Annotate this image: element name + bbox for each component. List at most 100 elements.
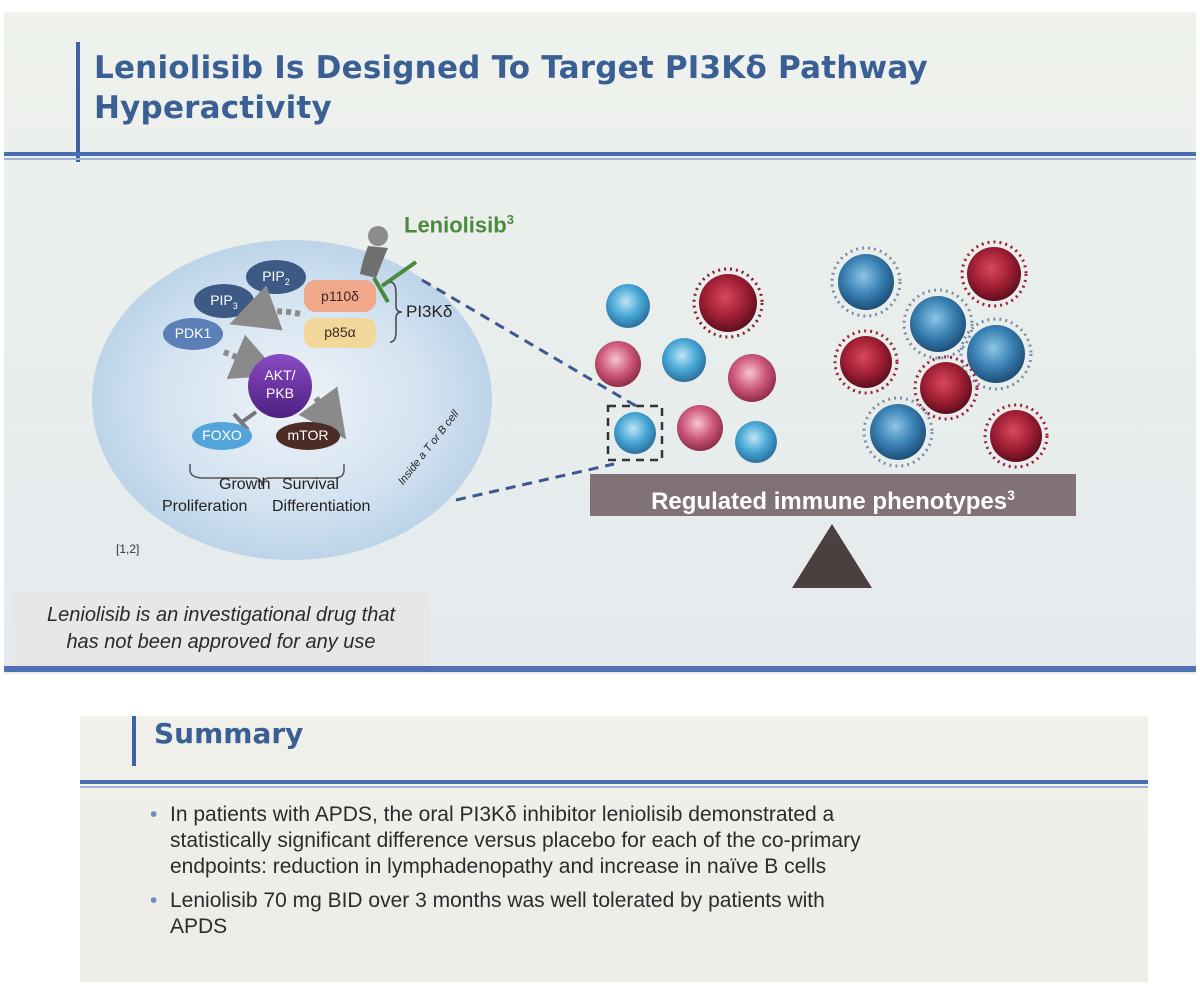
outcome-survival: Survival	[282, 476, 339, 493]
pink-cell	[677, 405, 723, 451]
pink-cell	[595, 341, 641, 387]
outcome-brace	[189, 464, 345, 487]
akt-label: AKT/ PKB	[254, 366, 306, 402]
foxo-label: FOXO	[202, 427, 242, 443]
phenotype-banner: Regulated immune phenotypes3	[590, 474, 1076, 516]
akt-label-line2: PKB	[265, 385, 294, 401]
summary-title: Summary	[154, 717, 304, 750]
blue-cell	[614, 412, 656, 454]
zoom-line-top	[421, 278, 637, 408]
pip3-subscript: 3	[232, 300, 238, 311]
akt-to-mtor-arrow	[298, 386, 347, 440]
pi3k-label: PI3Kδ	[406, 302, 453, 321]
pi3k-brace	[389, 281, 403, 343]
p110-label: p110δ	[321, 288, 359, 304]
blue-cell	[606, 284, 650, 328]
akt-pkb-node	[248, 354, 312, 418]
summary-divider	[80, 780, 1148, 784]
akt-label-line1: AKT/	[264, 367, 296, 383]
disclaimer-line2: has not been approved for any use	[66, 631, 376, 653]
pdk1-label: PDK1	[174, 325, 212, 341]
pdk1-to-akt-arrow	[222, 334, 281, 380]
leniolisib-inhibition-line	[380, 260, 418, 288]
leniolisib-ref: 3	[506, 212, 514, 227]
bullet-dot-icon: •	[150, 803, 158, 826]
spiky-red-cell	[920, 362, 972, 414]
leniolisib-label: Leniolisib3	[404, 212, 514, 238]
leniolisib-label-text: Leniolisib	[404, 212, 507, 238]
title-accent-bar	[76, 42, 80, 162]
bullet-line: In patients with APDS, the oral PI3Kδ in…	[170, 803, 835, 826]
phenotype-ref: 3	[1007, 487, 1015, 503]
bullet-dot-icon: •	[150, 889, 158, 912]
balance-fulcrum-icon	[792, 524, 872, 588]
bullet-line: endpoints: reduction in lymphadenopathy …	[170, 855, 827, 878]
phenotype-text: Regulated immune phenotypes	[651, 488, 1008, 515]
summary-bullet-list: • In patients with APDS, the oral PI3Kδ …	[150, 802, 1110, 948]
spike-ring	[902, 288, 974, 360]
mtor-label: mTOR	[287, 427, 329, 443]
spiky-blue-cell	[967, 325, 1025, 383]
receptor-head-icon	[368, 226, 388, 246]
title-divider	[4, 152, 1196, 156]
title-divider-thin	[4, 158, 1196, 160]
pdk1-node	[163, 318, 223, 350]
summary-bullet: • In patients with APDS, the oral PI3Kδ …	[150, 802, 1110, 880]
p85-label: p85α	[324, 324, 356, 340]
spike-ring	[913, 355, 979, 421]
spiky-red-cell	[990, 410, 1042, 462]
disclaimer-line1: Leniolisib is an investigational drug th…	[47, 604, 395, 626]
outcome-proliferation: Proliferation	[162, 498, 248, 515]
spiky-blue-cell	[838, 254, 894, 310]
spiky-blue-cell	[910, 296, 966, 352]
summary-divider-thin	[80, 786, 1148, 788]
spike-ring	[830, 246, 902, 318]
blue-cell	[662, 338, 706, 382]
spiky-red-cell	[840, 336, 892, 388]
outcome-growth: Growth	[219, 476, 271, 493]
spike-ring	[833, 329, 899, 395]
slide-summary: Summary • In patients with APDS, the ora…	[80, 716, 1148, 982]
foxo-node	[192, 422, 252, 450]
slide-title-line1: Leniolisib Is Designed To Target PI3Kδ P…	[94, 50, 928, 86]
pip2-subscript: 2	[284, 276, 290, 287]
spiky-blue-cell	[870, 404, 926, 460]
spike-ring	[960, 240, 1028, 308]
blue-cell	[735, 421, 777, 463]
dark-red-spiky-cell	[699, 274, 757, 332]
pip2-text: PIP	[262, 268, 285, 284]
akt-foxo-inhibition-line	[240, 410, 258, 424]
outcome-differentiation: Differentiation	[272, 498, 371, 515]
p110-node	[304, 280, 376, 312]
pink-cell	[728, 354, 776, 402]
bullet-line: statistically significant difference ver…	[170, 829, 861, 852]
dysregulated-cells-group	[830, 240, 1049, 469]
spike-ring	[959, 317, 1033, 391]
spike-ring	[862, 396, 934, 468]
bullet-line: Leniolisib 70 mg BID over 3 months was w…	[170, 889, 825, 912]
slide-pathway: Leniolisib Is Designed To Target PI3Kδ P…	[4, 12, 1196, 674]
citation: [1,2]	[116, 542, 140, 556]
pip-conversion-arrow	[229, 285, 301, 331]
pip3-label: PIP3	[204, 292, 244, 311]
disclaimer-box: Leniolisib is an investigational drug th…	[12, 592, 430, 668]
spike-ring	[983, 403, 1049, 469]
mtor-node	[276, 422, 340, 450]
slide-bottom-border	[4, 666, 1196, 672]
summary-accent-bar	[132, 716, 136, 766]
pathway-diagram	[92, 226, 1049, 560]
spike-ring	[692, 267, 764, 339]
bullet-line: APDS	[170, 915, 228, 938]
spiky-red-cell	[967, 247, 1021, 301]
regulated-cells-group	[595, 267, 777, 463]
pip2-label: PIP2	[256, 268, 296, 287]
leniolisib-inhibition-bar	[372, 276, 390, 304]
summary-bullet: • Leniolisib 70 mg BID over 3 months was…	[150, 888, 1110, 940]
akt-foxo-inhibition-bar	[232, 412, 250, 432]
slide-title: Leniolisib Is Designed To Target PI3Kδ P…	[94, 48, 1094, 128]
slide-title-line2: Hyperactivity	[94, 90, 332, 126]
pip3-text: PIP	[210, 292, 233, 308]
p85-node	[304, 318, 376, 348]
highlighted-cell-box	[606, 404, 664, 462]
receptor-stalk-icon	[360, 246, 388, 278]
